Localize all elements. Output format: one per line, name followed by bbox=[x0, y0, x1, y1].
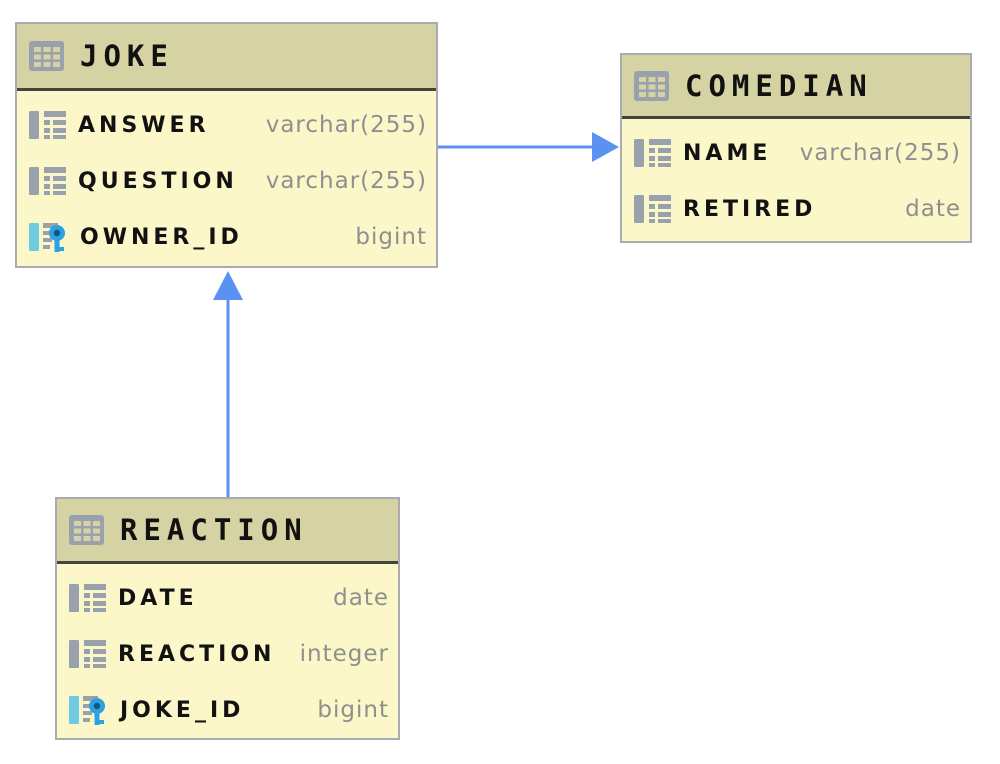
foreign-key-icon bbox=[29, 220, 69, 254]
column-type: varchar(255) bbox=[265, 168, 427, 194]
entity-table-comedian[interactable]: COMEDIAN NAME varchar(255) bbox=[620, 53, 972, 243]
column-type: date bbox=[333, 585, 389, 611]
column-row-owner-id[interactable]: OWNER_ID bigint bbox=[17, 209, 436, 265]
table-title: JOKE bbox=[80, 39, 174, 73]
column-row-joke-id[interactable]: JOKE_ID bigint bbox=[57, 682, 398, 738]
column-name: ANSWER bbox=[78, 112, 210, 138]
column-name: OWNER_ID bbox=[80, 224, 243, 250]
column-row-date[interactable]: DATE date bbox=[57, 570, 398, 626]
column-icon bbox=[634, 138, 672, 168]
column-type: varchar(255) bbox=[265, 112, 427, 138]
column-row-answer[interactable]: ANSWER varchar(255) bbox=[17, 97, 436, 153]
entity-table-reaction[interactable]: REACTION DATE date bbox=[55, 497, 400, 740]
column-name: DATE bbox=[118, 585, 198, 611]
column-row-reaction[interactable]: REACTION integer bbox=[57, 626, 398, 682]
foreign-key-icon bbox=[69, 693, 109, 727]
column-icon bbox=[634, 194, 672, 224]
relation-arrow-reaction-to-joke[interactable] bbox=[213, 271, 243, 497]
table-header-reaction[interactable]: REACTION bbox=[57, 499, 398, 564]
column-type: date bbox=[905, 196, 961, 222]
column-row-retired[interactable]: RETIRED date bbox=[622, 181, 970, 237]
table-header-joke[interactable]: JOKE bbox=[17, 24, 436, 91]
table-icon bbox=[69, 515, 104, 545]
column-name: QUESTION bbox=[78, 168, 238, 194]
column-row-question[interactable]: QUESTION varchar(255) bbox=[17, 153, 436, 209]
column-list: ANSWER varchar(255) QUESTION bbox=[17, 91, 436, 269]
table-title: REACTION bbox=[120, 513, 308, 547]
column-icon bbox=[69, 583, 107, 613]
column-name: JOKE_ID bbox=[120, 697, 245, 723]
column-list: NAME varchar(255) RETIRED bbox=[622, 119, 970, 241]
entity-table-joke[interactable]: JOKE ANSWER varchar(255) bbox=[15, 22, 438, 268]
column-row-name[interactable]: NAME varchar(255) bbox=[622, 125, 970, 181]
relation-arrow-joke-to-comedian[interactable] bbox=[438, 132, 619, 162]
column-icon bbox=[29, 166, 67, 196]
column-type: bigint bbox=[317, 697, 389, 723]
column-type: bigint bbox=[355, 224, 427, 250]
table-icon bbox=[29, 41, 64, 71]
column-list: DATE date REACTION in bbox=[57, 564, 398, 742]
table-icon bbox=[634, 70, 669, 101]
column-type: varchar(255) bbox=[799, 140, 961, 166]
column-name: RETIRED bbox=[683, 196, 817, 222]
table-header-comedian[interactable]: COMEDIAN bbox=[622, 55, 970, 119]
column-name: REACTION bbox=[118, 641, 276, 667]
table-title: COMEDIAN bbox=[685, 68, 873, 103]
column-type: integer bbox=[299, 641, 389, 667]
column-name: NAME bbox=[683, 140, 772, 166]
column-icon bbox=[29, 110, 67, 140]
column-icon bbox=[69, 639, 107, 669]
